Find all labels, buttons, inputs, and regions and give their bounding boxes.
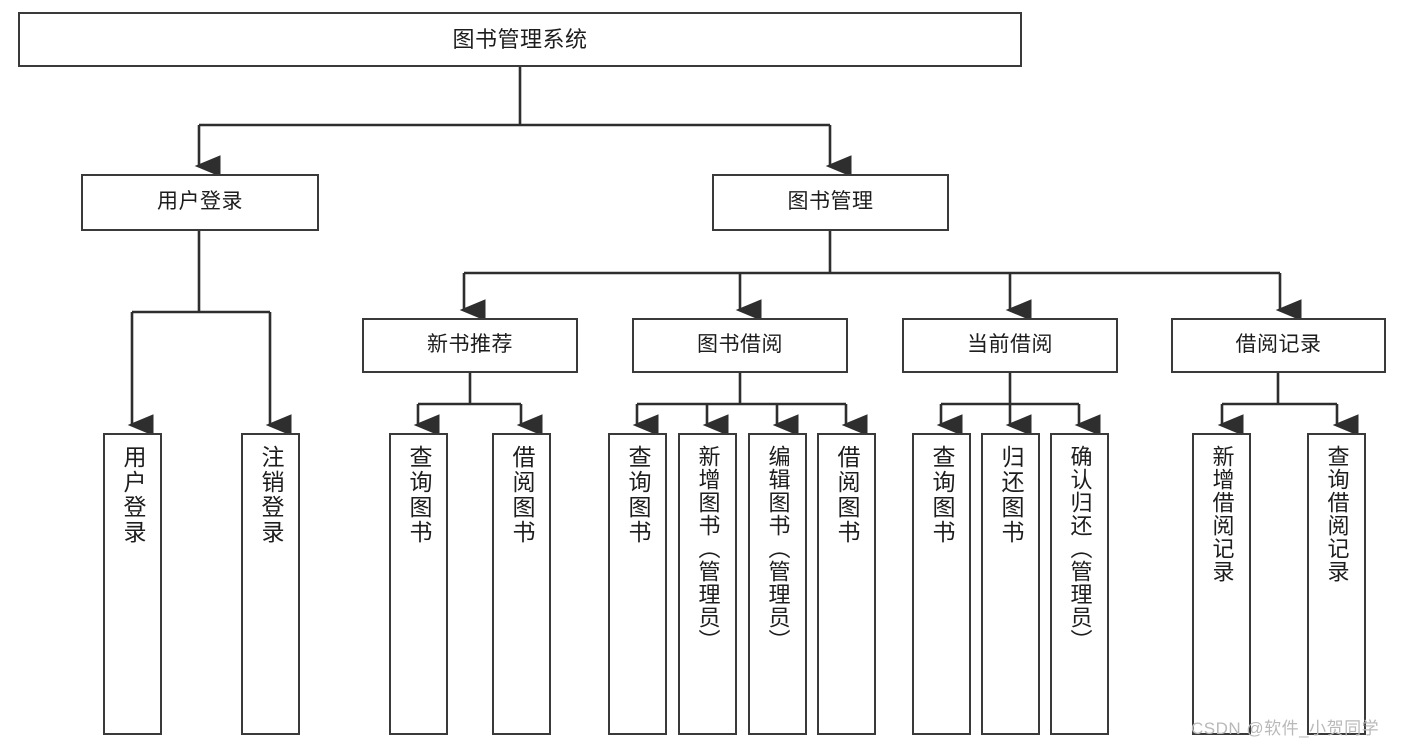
node-leaf-edit-book-label: 编辑图书（管理员） — [765, 445, 791, 652]
node-leaf-query-book-1[interactable]: 查询图书 — [389, 433, 448, 735]
node-book-manage-label: 图书管理 — [787, 190, 874, 214]
node-root[interactable]: 图书管理系统 — [18, 12, 1022, 67]
node-leaf-query-book-2-label: 查询图书 — [625, 445, 651, 545]
node-leaf-borrow-book-2[interactable]: 借阅图书 — [817, 433, 876, 735]
node-new-book-recommend-label: 新书推荐 — [427, 333, 513, 357]
node-leaf-user-login-label: 用户登录 — [120, 445, 146, 545]
node-leaf-confirm-return-label: 确认归还（管理员） — [1067, 445, 1093, 652]
node-leaf-query-record[interactable]: 查询借阅记录 — [1307, 433, 1366, 735]
node-leaf-add-record[interactable]: 新增借阅记录 — [1192, 433, 1251, 735]
node-user-login-label: 用户登录 — [157, 190, 243, 214]
node-leaf-query-book-1-label: 查询图书 — [406, 445, 432, 545]
node-root-label: 图书管理系统 — [452, 26, 588, 52]
node-current-borrow[interactable]: 当前借阅 — [902, 318, 1118, 373]
watermark-text: CSDN @软件_小贺同学 — [1191, 719, 1380, 738]
node-leaf-return-book-label: 归还图书 — [998, 445, 1024, 545]
node-leaf-user-logout[interactable]: 注销登录 — [241, 433, 300, 735]
node-leaf-query-record-label: 查询借阅记录 — [1324, 445, 1350, 583]
node-leaf-query-book-3-label: 查询图书 — [929, 445, 955, 545]
node-user-login[interactable]: 用户登录 — [81, 174, 319, 231]
node-leaf-add-record-label: 新增借阅记录 — [1209, 445, 1235, 583]
node-leaf-user-logout-label: 注销登录 — [258, 445, 284, 545]
node-leaf-borrow-book-2-label: 借阅图书 — [834, 445, 860, 545]
node-book-borrow[interactable]: 图书借阅 — [632, 318, 848, 373]
node-leaf-query-book-3[interactable]: 查询图书 — [912, 433, 971, 735]
node-book-borrow-label: 图书借阅 — [697, 333, 783, 357]
node-borrow-record-label: 借阅记录 — [1235, 333, 1322, 357]
node-leaf-query-book-2[interactable]: 查询图书 — [608, 433, 667, 735]
node-leaf-add-book[interactable]: 新增图书（管理员） — [678, 433, 737, 735]
node-leaf-return-book[interactable]: 归还图书 — [981, 433, 1040, 735]
node-new-book-recommend[interactable]: 新书推荐 — [362, 318, 578, 373]
node-leaf-user-login[interactable]: 用户登录 — [103, 433, 162, 735]
node-leaf-borrow-book-1[interactable]: 借阅图书 — [492, 433, 551, 735]
node-book-manage[interactable]: 图书管理 — [712, 174, 949, 231]
node-current-borrow-label: 当前借阅 — [967, 333, 1053, 357]
node-leaf-add-book-label: 新增图书（管理员） — [695, 445, 721, 652]
node-leaf-borrow-book-1-label: 借阅图书 — [509, 445, 535, 545]
node-leaf-confirm-return[interactable]: 确认归还（管理员） — [1050, 433, 1109, 735]
node-leaf-edit-book[interactable]: 编辑图书（管理员） — [748, 433, 807, 735]
node-borrow-record[interactable]: 借阅记录 — [1171, 318, 1386, 373]
